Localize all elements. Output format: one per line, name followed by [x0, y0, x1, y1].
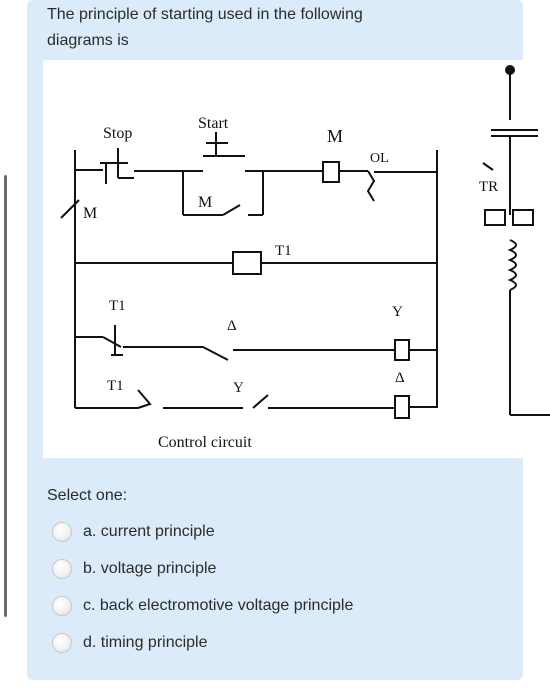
option-c[interactable]: c. back electromotive voltage principle [52, 593, 353, 619]
rung-3 [75, 325, 437, 361]
m-aux-label: M [198, 194, 212, 211]
delta-coil-label: Δ [395, 370, 405, 386]
question-line-2: diagrams is [47, 32, 129, 49]
option-c-radio[interactable] [52, 596, 72, 616]
rung-2 [75, 251, 437, 275]
select-one-label: Select one: [47, 487, 128, 504]
option-a-radio[interactable] [52, 522, 72, 542]
delta-contact-label: Δ [227, 318, 237, 334]
question-text: The principle of starting used in the fo… [47, 2, 487, 54]
tr-label: TR [479, 179, 498, 195]
y-coil-label: Y [392, 304, 403, 320]
diagram-caption: Control circuit [158, 434, 252, 451]
option-a-label: a. current principle [83, 523, 215, 540]
t1-contact2-label: T1 [107, 378, 124, 394]
t1-coil-label: T1 [275, 243, 292, 259]
option-c-label: c. back electromotive voltage principle [83, 597, 354, 614]
option-b-label: b. voltage principle [83, 560, 217, 577]
question-line-1: The principle of starting used in the fo… [47, 6, 363, 23]
rung-1 [60, 132, 437, 219]
control-circuit-diagram: Stop Start M OL M M T1 T1 Δ Y T1 Y Δ Con… [43, 60, 550, 458]
option-d[interactable]: d. timing principle [52, 630, 208, 656]
stop-label: Stop [103, 125, 132, 142]
option-d-label: d. timing principle [83, 634, 208, 651]
m-left-label: M [83, 205, 97, 222]
option-b[interactable]: b. voltage principle [52, 556, 216, 582]
tr-circuit [482, 65, 550, 416]
scrollbar[interactable] [4, 175, 7, 617]
start-label: Start [198, 115, 229, 132]
y-contact-label: Y [233, 380, 244, 396]
m-top-label: M [327, 126, 343, 146]
option-b-radio[interactable] [52, 559, 72, 579]
ol-label: OL [370, 151, 389, 166]
rung-4 [74, 337, 437, 419]
t1-contact1-label: T1 [109, 298, 126, 314]
option-a[interactable]: a. current principle [52, 519, 215, 545]
option-d-radio[interactable] [52, 633, 72, 653]
